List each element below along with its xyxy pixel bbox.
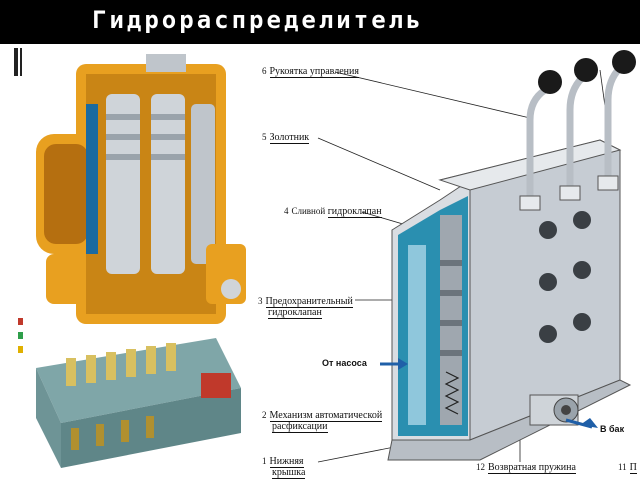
page-title: Гидрораспределитель (92, 6, 424, 34)
deco-accent-green (18, 332, 23, 339)
cutaway-illustration (26, 44, 250, 334)
deco-accent-red (18, 318, 23, 325)
valve-block-illustration (26, 328, 248, 474)
title-bar: Гидрораспределитель (0, 0, 640, 44)
cutaway-photo (26, 44, 250, 334)
valve-block-photo (26, 328, 248, 474)
label-from-pump: От насоса (322, 358, 367, 368)
deco-bar-left (14, 48, 18, 76)
deco-accent-yellow (18, 346, 23, 353)
label-to-tank: В бак (600, 424, 625, 434)
deco-bar-left-2 (20, 48, 22, 76)
